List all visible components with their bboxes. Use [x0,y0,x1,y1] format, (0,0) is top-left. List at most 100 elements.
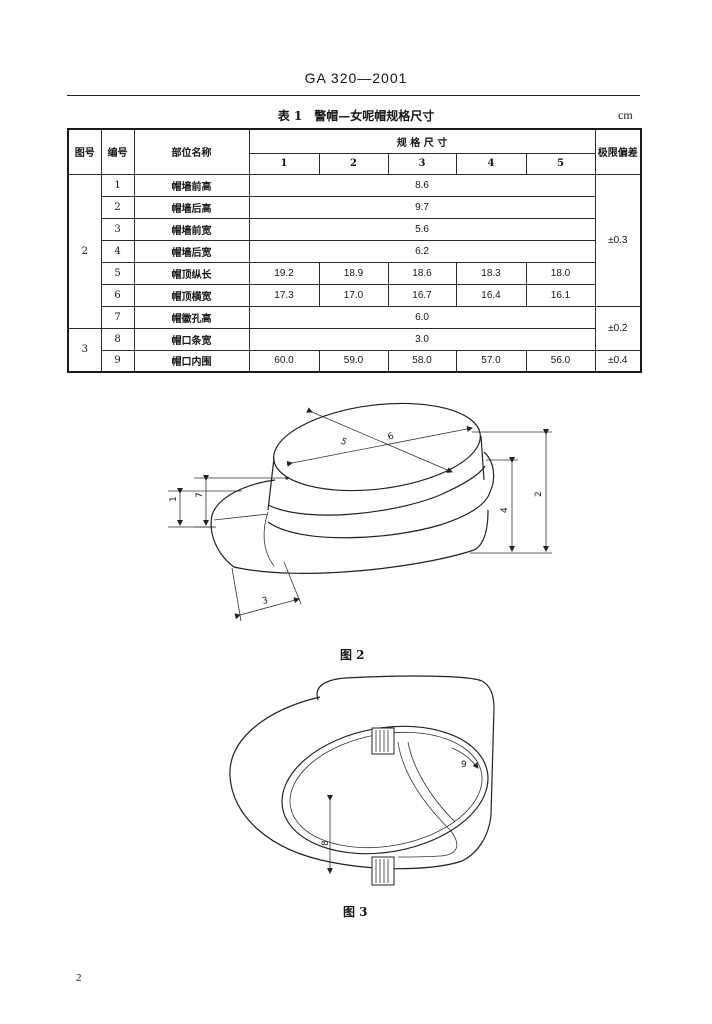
dim-label-8: 8 [321,840,331,846]
header-rule [67,95,640,96]
value-cell: 56.0 [525,349,596,373]
header-spec: 规 格 尺 寸 [248,128,596,154]
part-name-cell: 帽墙前高 [133,173,250,197]
dim-label-7: 7 [195,492,205,498]
part-name-cell: 帽墙前宽 [133,217,250,241]
value-cell: 5.6 [248,217,596,241]
crown-left-side [267,457,275,511]
table-unit: cm [618,108,633,122]
value-cell: 9.7 [248,195,596,219]
dim-line-3 [234,597,300,620]
tolerance-cell: ±0.4 [594,349,642,373]
part-name-cell: 帽墙后宽 [133,239,250,263]
figure-3-caption: 图 3 [343,905,368,919]
part-name-cell: 帽口条宽 [133,327,250,351]
table-row: 6 帽顶横宽 17.3 17.0 16.7 16.4 16.1 [68,283,641,307]
header-size: 5 [525,152,596,175]
figure-2-hat-side-view: 5 6 1 7 2 4 3 [168,402,552,622]
hat-band-right-closure [483,451,495,493]
tolerance-cell: ±0.3 [594,173,642,307]
header-tolerance: 极限偏差 [594,128,642,175]
value-cell: 58.0 [387,349,457,373]
dim-label-4: 4 [500,507,510,513]
inner-strap-edge [407,741,456,823]
table-row: 5 帽顶纵长 19.2 18.9 18.6 18.3 18.0 [68,261,641,285]
sweatband-tab-top [371,727,395,755]
item-no-cell: 7 [100,305,135,329]
part-name-cell: 帽徽孔高 [133,305,250,329]
value-cell: 6.2 [248,239,596,263]
value-cell: 16.4 [455,283,527,307]
item-no-cell: 3 [100,217,135,241]
table-row: 3 帽墙前宽 5.6 [68,217,641,241]
value-cell: 18.0 [525,261,596,285]
part-name-cell: 帽顶横宽 [133,283,250,307]
table-size-header-row: 1 2 3 4 5 [68,152,641,175]
value-cell: 16.7 [387,283,457,307]
dim-label-6: 6 [387,431,396,442]
visor-inner-edge [263,511,275,567]
brim-outline [229,696,495,870]
spec-table: 图号 编号 部位名称 规 格 尺 寸 极限偏差 1 2 3 4 5 2 1 帽墙… [67,128,643,373]
value-cell: 17.3 [248,283,320,307]
tolerance-cell: ±0.2 [594,305,642,351]
dim-label-3: 3 [261,596,269,607]
part-name-cell: 帽口内围 [133,349,250,373]
header-part: 部位名称 [133,128,250,175]
visor-front-edge [213,513,269,521]
item-no-cell: 6 [100,283,135,307]
table-caption: 表 1 警帽—女呢帽规格尺寸 [277,109,435,123]
figure-number-cell: 2 [67,173,102,329]
item-no-cell: 8 [100,327,135,351]
dim-label-2: 2 [534,491,544,497]
crown-right-side [480,435,485,481]
value-cell: 18.6 [387,261,457,285]
item-no-cell: 5 [100,261,135,285]
item-no-cell: 9 [100,349,135,373]
item-no-cell: 2 [100,195,135,219]
header-figure: 图号 [67,128,102,175]
hat-band-upper-edge [267,465,486,516]
table-row: 2 帽墙后高 9.7 [68,195,641,219]
value-cell: 60.0 [248,349,320,373]
part-name-cell: 帽墙后高 [133,195,250,219]
header-size: 1 [248,152,320,175]
dim-3-extension-left [231,567,242,622]
dim-3-extension-right [283,561,302,605]
hat-visor [210,479,489,574]
header-size: 4 [455,152,527,175]
figure-3-hat-underside-view: 9 8 [229,675,495,886]
header-size: 2 [318,152,389,175]
dim-label-5: 5 [339,437,348,448]
header-no: 编号 [100,128,135,175]
table-row: 3 8 帽口条宽 3.0 [67,327,641,373]
standard-number-header: GA 320—2001 [304,70,408,86]
figure-number-cell: 3 [67,327,102,373]
dim-leader-9 [451,747,479,769]
table-row: 7 帽徽孔高 6.0 ±0.2 [68,305,642,351]
value-cell: 19.2 [248,261,320,285]
value-cell: 59.0 [318,349,389,373]
table-row: 9 帽口内围 60.0 59.0 58.0 57.0 56.0 ±0.4 [68,349,642,373]
table-row: 4 帽墙后宽 6.2 [68,239,641,263]
value-cell: 16.1 [525,283,596,307]
value-cell: 18.3 [455,261,527,285]
table-row: 2 1 帽墙前高 8.6 ±0.3 [67,173,642,329]
crown-outline [316,675,495,709]
table-header-row: 图号 编号 部位名称 规 格 尺 寸 极限偏差 [67,128,642,175]
value-cell: 18.9 [318,261,389,285]
hat-band-lower-edge [267,491,491,539]
value-cell: 8.6 [248,173,596,197]
dim-label-9: 9 [461,760,467,770]
dim-line-crown-width [286,426,473,467]
figure-2-caption: 图 2 [340,648,365,662]
page-number: 2 [76,972,82,984]
item-no-cell: 4 [100,239,135,263]
value-cell: 17.0 [318,283,389,307]
item-no-cell: 1 [100,173,135,197]
value-cell: 3.0 [248,327,596,351]
dim-label-1: 1 [169,496,179,502]
value-cell: 57.0 [455,349,527,373]
part-name-cell: 帽顶纵长 [133,261,250,285]
